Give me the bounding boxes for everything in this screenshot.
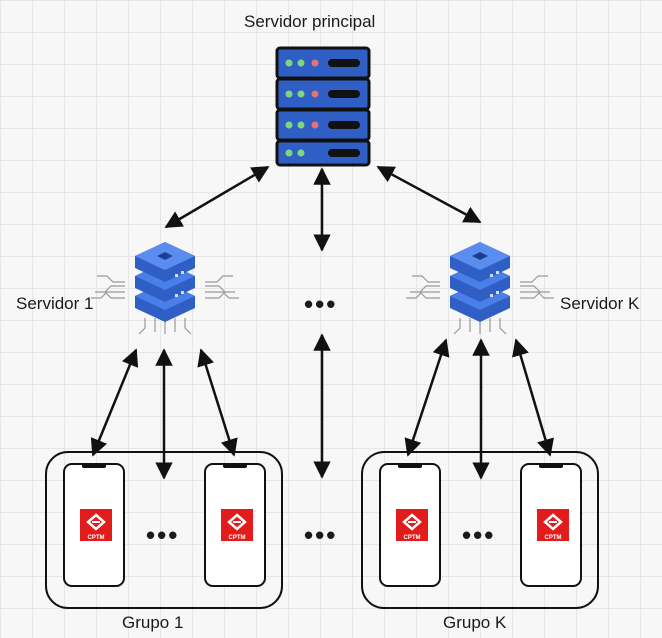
arrow-s1-phone-right [197,348,238,457]
smartphone-icon [203,461,267,588]
arrow-main-to-server-k [376,165,482,224]
smartphone-icon [62,461,126,588]
cptm-logo-text: CPTM [229,535,246,541]
ellipsis-group-1: ••• [146,520,180,550]
cptm-logo-text: CPTM [88,535,105,541]
smartphone-icon [378,461,442,588]
cptm-logo-text: CPTM [545,535,562,541]
cloud-server-1-icon [90,241,240,335]
group-1-container [45,451,283,609]
ellipsis-servers: ••• [304,289,338,319]
main-server-icon [275,46,371,167]
ellipsis-groups: ••• [304,520,338,550]
cptm-logo-text: CPTM [404,535,421,541]
group-1-label: Grupo 1 [122,613,184,632]
ellipsis-group-k: ••• [462,520,496,550]
main-server-label: Servidor principal [244,12,376,31]
arrow-sk-phone-left [404,338,450,457]
group-k-label: Grupo K [443,613,507,632]
server-k-label: Servidor K [560,294,640,313]
cloud-server-k-icon [405,241,555,335]
arrow-main-to-server-1 [164,165,270,229]
group-k-container [361,451,599,609]
arrow-sk-phone-right [512,338,554,457]
smartphone-icon [519,461,583,588]
server-1-label: Servidor 1 [16,294,94,313]
arrow-s1-phone-left [90,348,139,457]
